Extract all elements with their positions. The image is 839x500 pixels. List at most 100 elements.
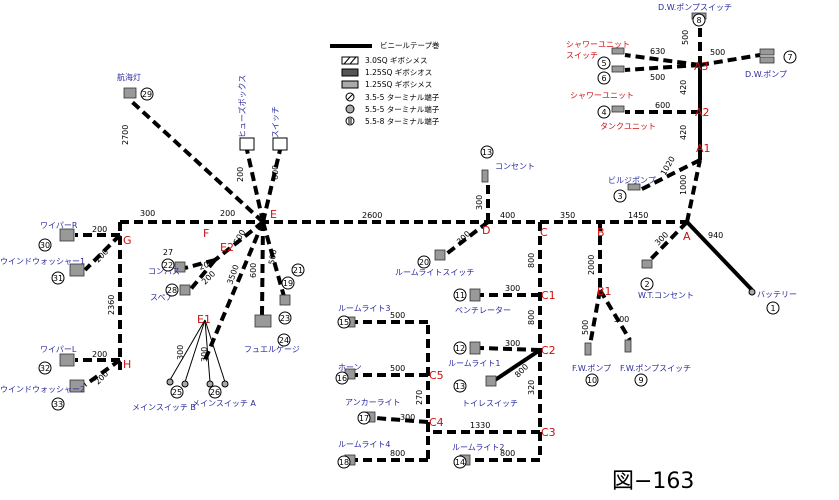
len-a2-a3: 420: [679, 80, 688, 95]
svg-text:4: 4: [601, 108, 606, 117]
gh-branches: [75, 233, 122, 387]
svg-text:2: 2: [644, 280, 649, 289]
connector-5: [611, 47, 625, 55]
svg-text:22: 22: [163, 261, 173, 270]
svg-text:8: 8: [696, 16, 701, 25]
component-labels: D.W.ポンプスイッチ D.W.ポンプ シャワーユニット スイッチ シャワーユニ…: [0, 3, 797, 452]
svg-text:1: 1: [770, 304, 775, 313]
node-a3: A3: [694, 60, 709, 73]
circle-19: 19: [281, 276, 295, 290]
label-compass: コンパス: [148, 267, 180, 276]
svg-text:14: 14: [455, 458, 465, 467]
legend-tape-label: ビニールテープ巻: [380, 40, 440, 50]
svg-text:20: 20: [419, 258, 429, 267]
circle-21: 21: [291, 263, 305, 277]
len-d-e: 2600: [362, 211, 382, 220]
len-g-wiper: 200: [92, 225, 107, 234]
len-a3-7: 500: [710, 48, 725, 57]
len-e1-26: 300: [200, 347, 209, 362]
fuse-box-connector: [239, 137, 255, 151]
len-c-c1: 800: [527, 253, 536, 268]
node-c2: C2: [541, 344, 556, 357]
label-main-switch-a: メインスイッチ A: [192, 399, 256, 408]
connector-6: [611, 65, 625, 73]
main-switch-b-terminal2-icon: [181, 380, 189, 388]
label-window-washer-2: ウインドウォッシャー2: [0, 385, 85, 394]
battery-terminal-icon: [748, 288, 756, 296]
connector-28: [179, 284, 191, 296]
node-c5: C5: [429, 369, 444, 382]
circle-31: 31: [51, 271, 65, 285]
len-d-13: 300: [475, 195, 484, 210]
connector-29: [123, 87, 137, 99]
len-c1-11: 300: [505, 284, 520, 293]
circle-3: 3: [613, 189, 627, 203]
connector-10: [584, 342, 592, 356]
legend-item-3: 1.25SQ ギボシメス: [365, 80, 432, 89]
label-room-light-1: ルームライト1: [448, 359, 500, 368]
node-a1: A1: [696, 142, 711, 155]
connector-9: [624, 339, 632, 353]
len-h-wash: 200: [93, 369, 110, 386]
circle-5: 5: [597, 56, 611, 70]
circle-33: 33: [51, 397, 65, 411]
svg-text:31: 31: [53, 274, 63, 283]
circle-6: 6: [597, 71, 611, 85]
legend-item-1: 3.0SQ ギボシメス: [365, 56, 427, 65]
svg-text:28: 28: [167, 286, 177, 295]
len-e2-22: 200: [198, 258, 215, 272]
circle-10: 10: [585, 373, 599, 387]
circle-17: 17: [357, 411, 371, 425]
connector-7a: [759, 48, 775, 56]
len-c5-15: 500: [390, 311, 405, 320]
len-e-fuse: 200: [236, 167, 245, 182]
len-c3-c4: 1330: [470, 421, 490, 430]
connector-13: [485, 375, 497, 387]
node-f: F: [203, 227, 209, 240]
connector-33: [69, 379, 85, 393]
len-e-29: 2700: [121, 125, 130, 145]
label-shower-unit: シャワーユニット: [570, 91, 634, 100]
len-a-b: 1450: [628, 211, 648, 220]
circle-1: 1: [766, 301, 780, 315]
label-horn: ホーン: [338, 363, 362, 372]
label-fw-pump: F.W.ポンプ: [572, 364, 611, 373]
label-room-light-2: ルームライト2: [452, 443, 504, 452]
svg-text:30: 30: [40, 241, 50, 250]
len-e-e2: 500: [232, 228, 247, 246]
legend: ビニールテープ巻 3.0SQ ギボシメス 1.25SQ ギボシオス 1.25SQ…: [330, 40, 440, 126]
svg-text:19: 19: [283, 279, 293, 288]
len-a3-5: 630: [650, 47, 665, 56]
svg-text:16: 16: [337, 374, 347, 383]
node-c3: C3: [541, 426, 556, 439]
len-c1-c2: 800: [527, 310, 536, 325]
node-a2: A2: [695, 106, 710, 119]
connector-3: [627, 183, 641, 191]
circle-29: 29: [140, 87, 154, 101]
label-spare: スペア: [150, 293, 173, 302]
label-main-switch-b: メインスイッチ B: [132, 403, 196, 412]
circle-13b: 13: [453, 379, 467, 393]
len-b1-10: 500: [581, 320, 590, 335]
node-e1: E1: [197, 313, 211, 326]
len-c5-16: 500: [390, 364, 405, 373]
label-switch: スイッチ: [271, 106, 280, 138]
len-c4-18: 800: [390, 449, 405, 458]
circle-22: 22: [161, 258, 175, 272]
label-dw-pump: D.W.ポンプ: [745, 70, 787, 79]
main-switch-b-terminal-icon: [166, 378, 174, 386]
label-outlet: コンセント: [495, 162, 535, 171]
figure-label: 図−163: [612, 469, 694, 494]
legend-item-5: 5.5-5 ターミナル端子: [365, 104, 440, 114]
legend-125-female-icon: [341, 80, 359, 89]
connector-11: [469, 288, 481, 302]
len-c4-17: 300: [400, 413, 415, 422]
len-g-h: 2360: [107, 295, 116, 315]
connectors: [59, 12, 775, 466]
node-b: B: [597, 226, 605, 239]
len-c-d: 400: [500, 211, 515, 220]
svg-text:13: 13: [455, 382, 465, 391]
len-a-2: 300: [653, 230, 670, 247]
a3-branches: [624, 18, 761, 192]
